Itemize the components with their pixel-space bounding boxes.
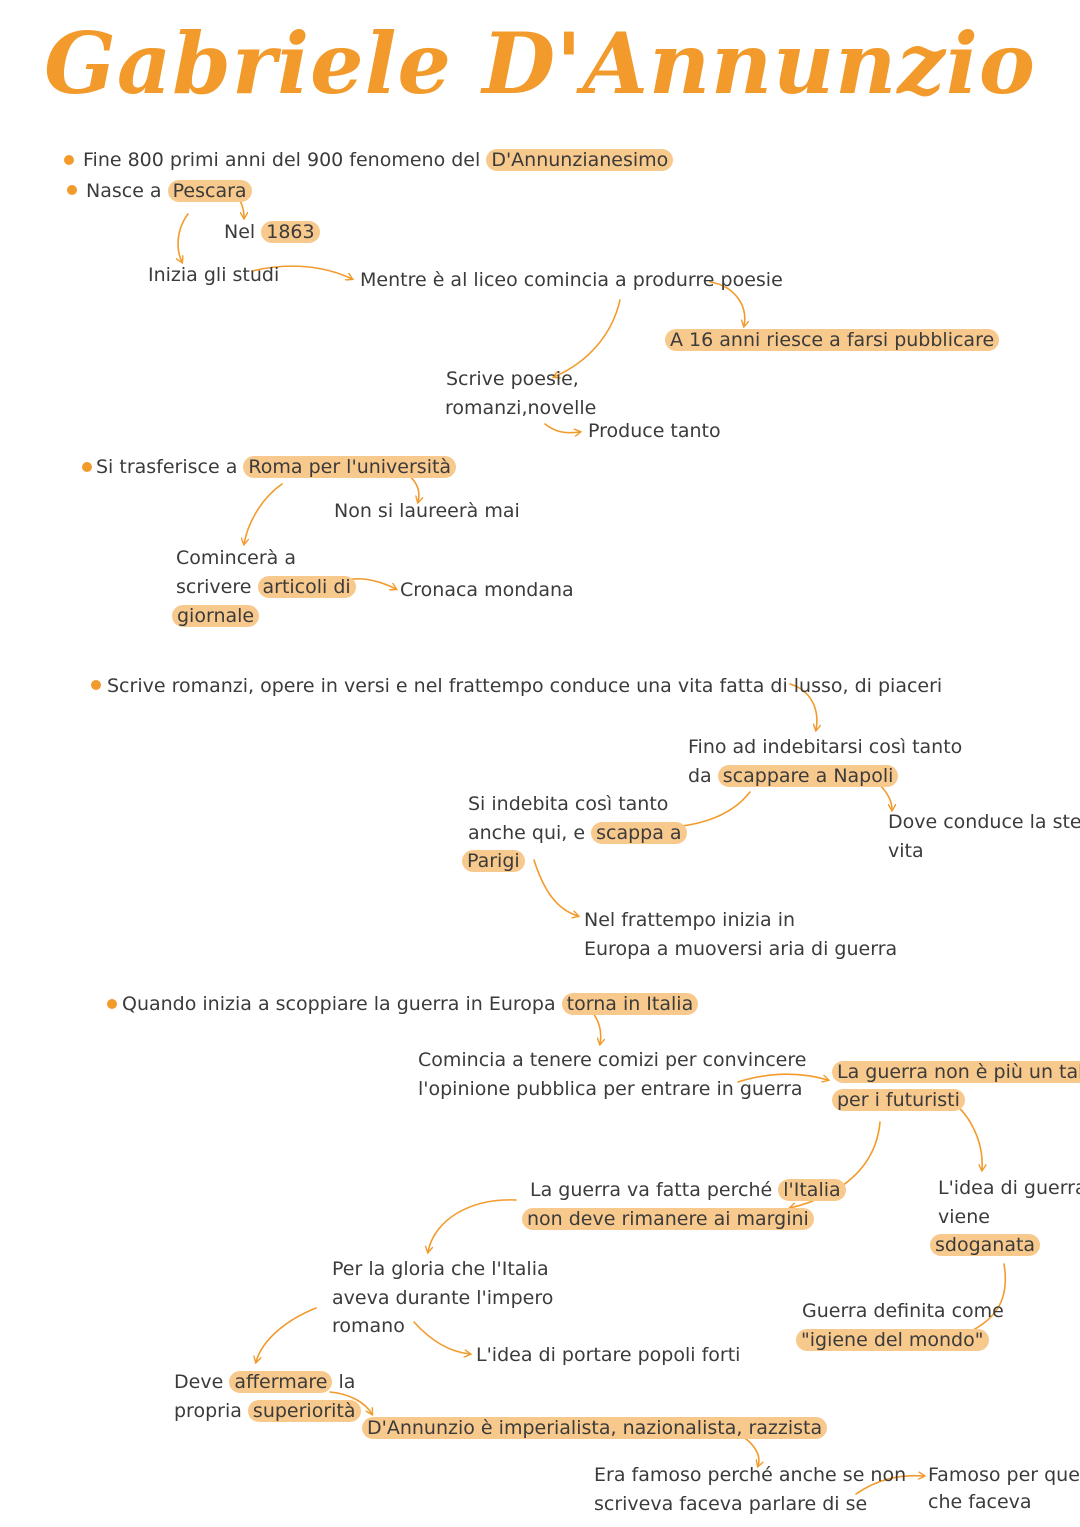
note-fenomeno: Fine 800 primi anni del 900 fenomeno del…	[83, 146, 674, 175]
note-idea-guerra-3: sdoganata	[930, 1231, 1041, 1260]
note-parigi-1: Si indebita così tanto	[468, 793, 669, 815]
note-imperialista: D'Annunzio è imperialista, nazionalista,…	[362, 1414, 828, 1443]
highlight: articoli di	[257, 576, 356, 598]
note-liceo: Mentre è al liceo comincia a produrre po…	[360, 269, 783, 291]
highlight: non deve rimanere ai margini	[522, 1208, 814, 1230]
note-produce: Produce tanto	[588, 420, 721, 442]
highlight: La guerra non è più un taboo	[832, 1061, 1080, 1083]
note-roma: Si trasferisce a Roma per l'università	[96, 453, 457, 482]
highlight: per i futuristi	[832, 1089, 965, 1111]
arrow-margini-gloria	[428, 1199, 517, 1252]
highlight: Roma per l'università	[243, 456, 457, 478]
note-affermare-2: propria superiorità	[174, 1397, 361, 1426]
note-aria-guerra-2: Europa a muoversi aria di guerra	[584, 938, 898, 960]
note-taboo-1: La guerra non è più un taboo	[832, 1058, 1080, 1087]
note-articoli-1: Comincerà a	[176, 547, 296, 569]
note-articoli-3: giornale	[172, 602, 260, 631]
arrow-gloria-affermare	[256, 1307, 317, 1362]
note-margini-1: La guerra va fatta perché l'Italia	[530, 1176, 846, 1205]
highlight: A 16 anni riesce a farsi pubblicare	[665, 329, 1000, 351]
note-parigi-3: Parigi	[462, 847, 525, 876]
note-stessa-vita-2: vita	[888, 840, 924, 862]
note-popoli: L'idea di portare popoli forti	[476, 1344, 741, 1366]
note-indebitarsi-2: da scappare a Napoli	[688, 762, 899, 791]
bullet-dot	[91, 680, 101, 690]
highlight: affermare	[229, 1371, 333, 1393]
note-pubblicare: A 16 anni riesce a farsi pubblicare	[665, 326, 1000, 355]
arrow-affermare-imperialista	[329, 1391, 372, 1414]
note-taboo-2: per i futuristi	[832, 1086, 965, 1115]
note-parigi-2: anche qui, e scappa a	[468, 819, 687, 848]
highlight: l'Italia	[778, 1179, 846, 1201]
bullet-dot	[67, 185, 77, 195]
note-comizi-1: Comincia a tenere comizi per convincere	[418, 1049, 807, 1071]
note-torna-italia: Quando inizia a scoppiare la guerra in E…	[122, 990, 699, 1019]
highlight: D'Annunzianesimo	[486, 149, 674, 171]
note-famoso-1: Era famoso perché anche se non	[594, 1464, 907, 1486]
note-idea-guerra-2: viene	[938, 1206, 990, 1228]
highlight: giornale	[172, 605, 260, 627]
note-comizi-2: l'opinione pubblica per entrare in guerr…	[418, 1078, 803, 1100]
arrow-gloria-popoli	[413, 1321, 470, 1354]
note-idea-guerra-1: L'idea di guerra	[938, 1177, 1080, 1199]
bullet-dot	[64, 155, 74, 165]
arrow-comizi-taboo	[737, 1073, 828, 1082]
note-indebitarsi-1: Fino ad indebitarsi così tanto	[688, 736, 963, 758]
note-articoli-2: scrivere articoli di	[176, 573, 356, 602]
note-nascita: Nasce a Pescara	[86, 177, 252, 206]
highlight: Parigi	[462, 850, 525, 872]
note-margini-2: non deve rimanere ai margini	[522, 1205, 814, 1234]
note-faceva-2: che faceva	[928, 1491, 1032, 1513]
highlight: torna in Italia	[561, 993, 699, 1015]
highlight: 1863	[261, 221, 320, 243]
note-scrive-1: Scrive poesie,	[446, 368, 579, 390]
note-faceva-1: Famoso per quello	[928, 1464, 1080, 1486]
highlight: sdoganata	[930, 1234, 1041, 1256]
note-stessa-vita-1: Dove conduce la stessa	[888, 811, 1080, 833]
note-igiene-1: Guerra definita come	[802, 1300, 1004, 1322]
arrow-studi-liceo	[251, 265, 352, 279]
page-title: Gabriele D'Annunzio	[44, 14, 1036, 113]
note-gloria-3: romano	[332, 1315, 405, 1337]
note-scrive-2: romanzi,novelle	[445, 397, 597, 419]
highlight: Pescara	[167, 180, 252, 202]
note-cronaca: Cronaca mondana	[400, 579, 574, 601]
note-gloria-1: Per la gloria che l'Italia	[332, 1258, 549, 1280]
note-famoso-2: scriveva faceva parlare di se	[594, 1493, 868, 1515]
arrow-taboo-margini	[790, 1121, 881, 1208]
arrow-scrive-produce	[544, 423, 580, 433]
arrow-liceo-pubblicare	[709, 281, 745, 326]
arrow-liceo-scrive	[554, 299, 621, 377]
note-laurea: Non si laureerà mai	[334, 500, 520, 522]
highlight: D'Annunzio è imperialista, nazionalista,…	[362, 1417, 828, 1439]
highlight: scappa a	[591, 822, 687, 844]
note-affermare-1: Deve affermare la	[174, 1371, 356, 1393]
note-lusso: Scrive romanzi, opere in versi e nel fra…	[107, 675, 943, 697]
note-aria-guerra-1: Nel frattempo inizia in	[584, 909, 796, 931]
note-gloria-2: aveva durante l'impero	[332, 1287, 554, 1309]
highlight: superiorità	[247, 1400, 361, 1422]
bullet-dot	[82, 462, 92, 472]
highlight: scappare a Napoli	[717, 765, 899, 787]
arrow-parigi-aria	[533, 859, 578, 916]
arrow-lusso-indebitarsi	[789, 683, 817, 730]
arrow-famoso-faceva	[855, 1476, 924, 1495]
bullet-dot	[107, 999, 117, 1009]
arrow-roma-articoli	[244, 483, 283, 544]
note-anno-nascita: Nel 1863	[224, 218, 320, 247]
note-studi: Inizia gli studi	[148, 264, 280, 286]
highlight: "igiene del mondo"	[796, 1329, 989, 1351]
arrow-pescara-studi	[178, 213, 189, 262]
note-igiene-2: "igiene del mondo"	[796, 1326, 989, 1355]
